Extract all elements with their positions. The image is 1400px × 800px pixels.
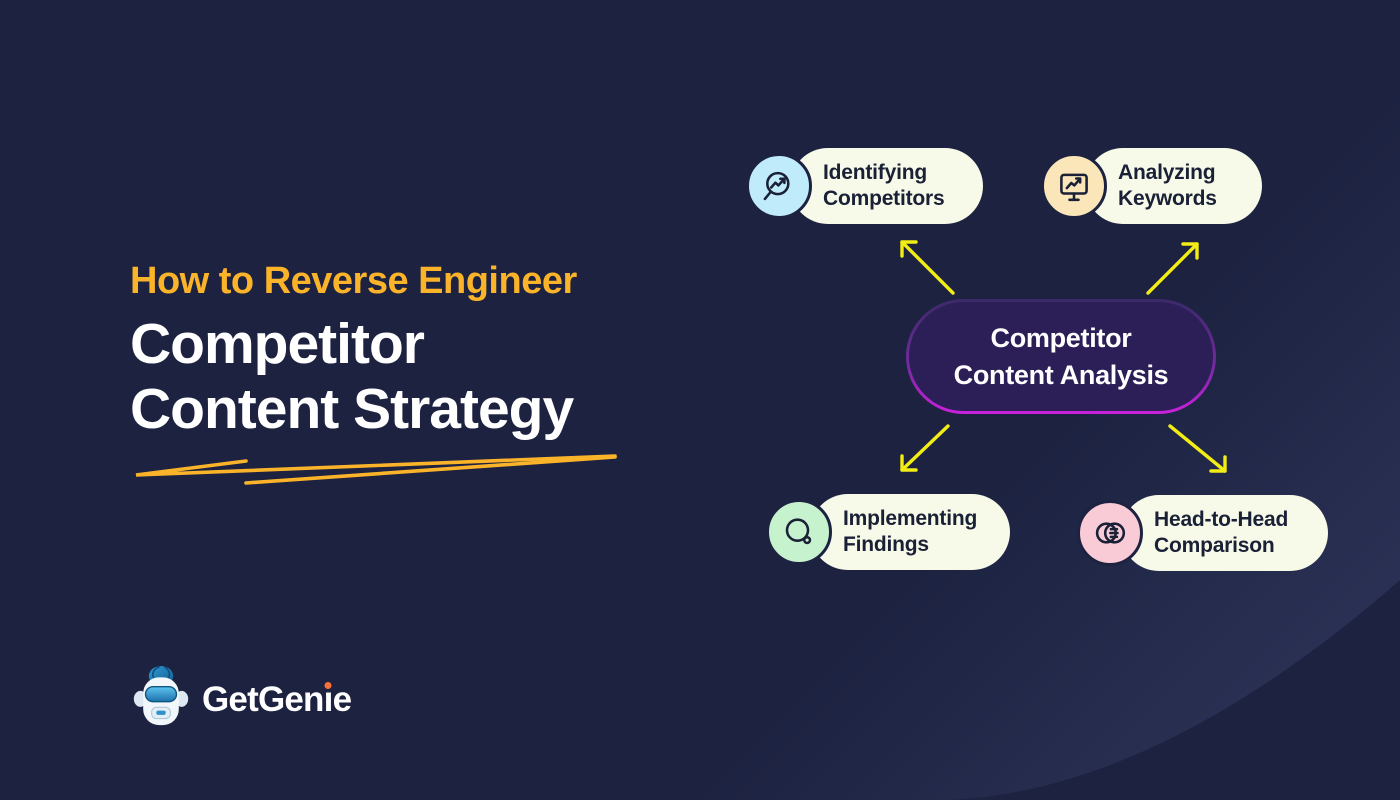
brand-i-letter: ı bbox=[323, 679, 334, 719]
node-label-line-1: Implementing bbox=[843, 507, 978, 530]
title-kicker: How to Reverse Engineer bbox=[130, 260, 577, 302]
node-pill: Analyzing Keywords bbox=[1085, 148, 1262, 224]
node-identifying-competitors: Identifying Competitors bbox=[746, 148, 983, 224]
node-implementing-findings: Implementing Findings bbox=[766, 494, 1010, 570]
node-label-line-2: Keywords bbox=[1118, 187, 1217, 210]
getgenie-mascot-icon bbox=[131, 663, 191, 736]
title-block: How to Reverse Engineer Competitor Conte… bbox=[130, 260, 617, 485]
search-trend-icon bbox=[746, 153, 812, 219]
venn-icon bbox=[1077, 500, 1143, 566]
lens-icon bbox=[766, 499, 832, 565]
node-label-line-2: Comparison bbox=[1154, 534, 1275, 557]
node-label-line-2: Competitors bbox=[823, 187, 945, 210]
arrow-top-left bbox=[900, 240, 955, 295]
node-label-line-1: Identifying bbox=[823, 161, 927, 184]
title-line-1: Competitor bbox=[130, 312, 425, 376]
center-node-label: Competitor Content Analysis bbox=[909, 302, 1213, 411]
node-pill: Implementing Findings bbox=[810, 494, 1010, 570]
center-node: Competitor Content Analysis bbox=[906, 299, 1216, 414]
node-label-line-1: Head-to-Head bbox=[1154, 508, 1289, 531]
node-analyzing-keywords: Analyzing Keywords bbox=[1041, 148, 1262, 224]
center-label-line-1: Competitor bbox=[990, 322, 1132, 353]
arrow-bottom-right bbox=[1168, 424, 1227, 473]
title-main: Competitor Content Strategy bbox=[130, 312, 577, 442]
brand-i-dot bbox=[324, 681, 332, 689]
center-label-line-2: Content Analysis bbox=[953, 359, 1169, 390]
node-label-line-1: Analyzing bbox=[1118, 161, 1216, 184]
arrow-bottom-left bbox=[900, 424, 950, 472]
node-head-to-head-comparison: Head-to-Head Comparison bbox=[1077, 495, 1328, 571]
presentation-chart-icon bbox=[1041, 153, 1107, 219]
node-pill: Identifying Competitors bbox=[790, 148, 983, 224]
title-line-2: Content Strategy bbox=[130, 377, 574, 441]
arrow-top-right bbox=[1146, 242, 1199, 295]
title-underline-scribble bbox=[135, 454, 617, 485]
node-label-line-2: Findings bbox=[843, 533, 929, 556]
node-pill: Head-to-Head Comparison bbox=[1121, 495, 1328, 571]
